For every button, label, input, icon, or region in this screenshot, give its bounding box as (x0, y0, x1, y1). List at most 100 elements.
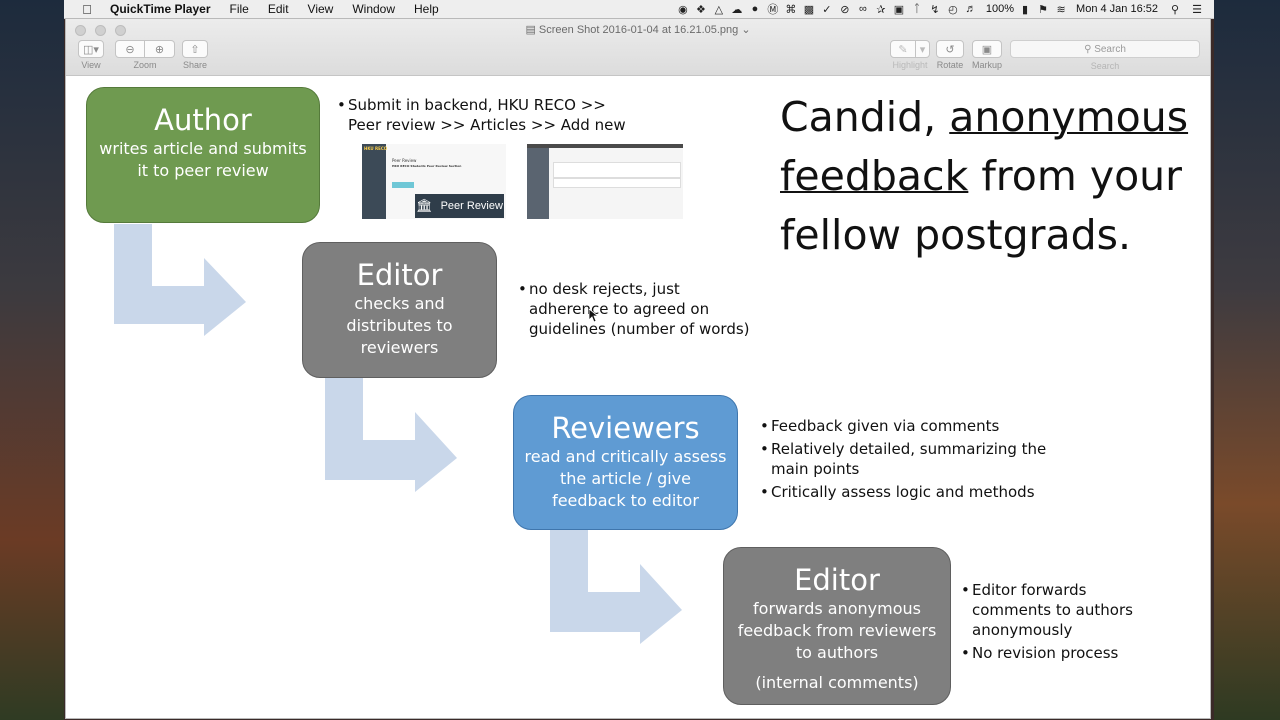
google-drive-icon[interactable]: △ (714, 3, 724, 16)
final-editor-box: Editor forwards anonymous feedback from … (723, 547, 951, 705)
battery-icon[interactable]: ▮ (1022, 3, 1029, 16)
final-editor-box-extra: (internal comments) (755, 673, 919, 692)
highlight-button[interactable]: ✎ (890, 40, 916, 58)
menu-bar:  QuickTime Player File Edit View Window… (64, 0, 1214, 19)
dropbox-icon[interactable]: ❖ (695, 3, 706, 16)
menu-app-name[interactable]: QuickTime Player (110, 2, 211, 16)
markup-label: Markup (972, 60, 1003, 70)
final-bullet-1: Editor forwards comments to authors anon… (961, 580, 1161, 640)
window-titlebar: ▤ Screen Shot 2016-01-04 at 16.21.05.png… (66, 19, 1210, 76)
zoom-out-icon: ⊖ (125, 43, 135, 56)
zoom-out-button[interactable]: ⊖ (115, 40, 145, 58)
close-window-button[interactable] (75, 25, 86, 36)
slide-image: Author writes article and submits it to … (78, 76, 1198, 716)
search-icon: ⚲ (1084, 43, 1095, 55)
reviewer-bullet-1: Feedback given via comments (760, 416, 1060, 436)
thumbnail-small-button (392, 182, 414, 188)
menu-file[interactable]: File (229, 2, 249, 16)
highlight-toolbar-group: ✎ ▾ Highlight (890, 40, 930, 70)
preview-window: ▤ Screen Shot 2016-01-04 at 16.21.05.png… (66, 19, 1210, 718)
rotate-button[interactable]: ↺ (936, 40, 964, 58)
wifi-icon[interactable]: ≋ (1056, 3, 1066, 16)
mouse-cursor-icon (589, 309, 599, 323)
bluetooth-icon[interactable]: ᛏ (913, 3, 921, 15)
share-label: Share (182, 60, 208, 70)
checkmark-icon[interactable]: ✓ (822, 3, 832, 16)
final-editor-box-body: forwards anonymous feedback from reviewe… (737, 599, 937, 662)
glasses-icon[interactable]: ∞ (858, 3, 867, 15)
backend-screenshot-thumbnail-2 (527, 144, 683, 219)
headline-part-1: Candid, (780, 93, 950, 141)
flow-arrow-3 (550, 530, 682, 644)
reviewer-bullets: Feedback given via comments Relatively d… (760, 416, 1060, 502)
peer-review-button-label: Peer Review (440, 200, 503, 212)
author-box-title: Author (154, 103, 252, 137)
minimize-window-button[interactable] (95, 25, 106, 36)
flow-arrow-1 (114, 224, 246, 336)
highlight-label: Highlight (892, 60, 928, 70)
do-not-disturb-icon[interactable]: ⊘ (840, 3, 850, 16)
headline-part-2: from your fellow postgrads. (780, 152, 1183, 259)
thumbnail-logo: HKU RECO (364, 146, 388, 151)
zoom-in-button[interactable]: ⊕ (145, 40, 175, 58)
toolbox-icon: ▣ (981, 43, 993, 56)
rotate-toolbar-group: ↺ Rotate (936, 40, 964, 70)
apple-menu-icon[interactable]:  (80, 2, 94, 17)
zoom-toolbar-group: ⊖ ⊕ Zoom (115, 40, 175, 70)
final-bullets: Editor forwards comments to authors anon… (961, 580, 1161, 663)
window-title-text: Screen Shot 2016-01-04 at 16.21.05.png (538, 24, 739, 36)
keyboard-command-icon[interactable]: ⌘ (785, 3, 797, 16)
editor-bullet-1: no desk rejects, just adherence to agree… (518, 279, 764, 339)
institution-icon: 🏛 (416, 198, 433, 213)
time-machine-icon[interactable]: ◴ (948, 3, 958, 16)
moom-icon[interactable]: ● (751, 3, 759, 15)
editor-box-body: checks and distributes to reviewers (346, 294, 453, 357)
view-label: View (81, 60, 101, 70)
highlight-menu-button[interactable]: ▾ (916, 40, 930, 58)
final-bullet-2: No revision process (961, 643, 1161, 663)
lightning-icon[interactable]: ↯ (930, 3, 940, 16)
menu-view[interactable]: View (307, 2, 334, 16)
search-field[interactable]: ⚲ Search (1010, 40, 1200, 58)
search-placeholder: Search (1094, 43, 1126, 55)
chevron-down-icon[interactable]: ⌄ (741, 24, 751, 36)
markup-button[interactable]: ▣ (972, 40, 1002, 58)
reviewers-box-body: read and critically assess the article /… (524, 447, 727, 510)
view-toolbar-group: ◫▾ View (78, 40, 104, 70)
search-label: Search (1090, 61, 1120, 71)
spotlight-search-icon[interactable]: ⚲ (1170, 3, 1180, 16)
menu-clock[interactable]: Mon 4 Jan 16:52 (1076, 3, 1158, 15)
thumbnail-sidebar (362, 144, 386, 219)
mendeley-icon[interactable]: Ⓜ (767, 4, 779, 16)
volume-icon[interactable]: ♬ (965, 3, 977, 15)
editor-box: Editor checks and distributes to reviewe… (302, 242, 497, 378)
menu-help[interactable]: Help (414, 2, 439, 16)
airdrop-icon[interactable]: ✰ (876, 3, 886, 16)
highlighter-icon: ✎ (898, 43, 908, 56)
thumbnail-2-row (553, 178, 681, 188)
zoom-window-button[interactable] (115, 25, 126, 36)
reviewer-bullet-2: Relatively detailed, summarizing the mai… (760, 439, 1060, 479)
menu-edit[interactable]: Edit (267, 2, 289, 16)
final-editor-box-title: Editor (794, 563, 880, 597)
author-bullets: Submit in backend, HKU RECO >> Peer revi… (337, 95, 637, 135)
editor-bullets: no desk rejects, just adherence to agree… (518, 279, 764, 339)
screen-record-icon[interactable]: ◉ (678, 3, 688, 16)
notification-center-icon[interactable]: ☰ (1192, 3, 1202, 16)
author-box-body: writes article and submits it to peer re… (99, 139, 307, 180)
peer-review-button: 🏛 Peer Review (415, 194, 504, 218)
window-title: ▤ Screen Shot 2016-01-04 at 16.21.05.png… (66, 23, 1210, 36)
notes-icon[interactable]: ▩ (803, 3, 815, 16)
battery-percentage[interactable]: 100% (985, 3, 1015, 15)
editor-box-title: Editor (356, 258, 443, 292)
view-button[interactable]: ◫▾ (78, 40, 104, 58)
rotate-label: Rotate (936, 60, 964, 70)
display-icon[interactable]: ▣ (893, 3, 905, 16)
flag-icon[interactable]: ⚑ (1038, 3, 1048, 16)
flow-arrow-2 (325, 378, 457, 492)
share-button[interactable]: ⇧ (182, 40, 208, 58)
rotate-icon: ↺ (945, 43, 955, 56)
cloud-icon[interactable]: ☁ (731, 3, 743, 16)
reviewer-bullet-3: Critically assess logic and methods (760, 482, 1060, 502)
menu-window[interactable]: Window (352, 2, 396, 16)
